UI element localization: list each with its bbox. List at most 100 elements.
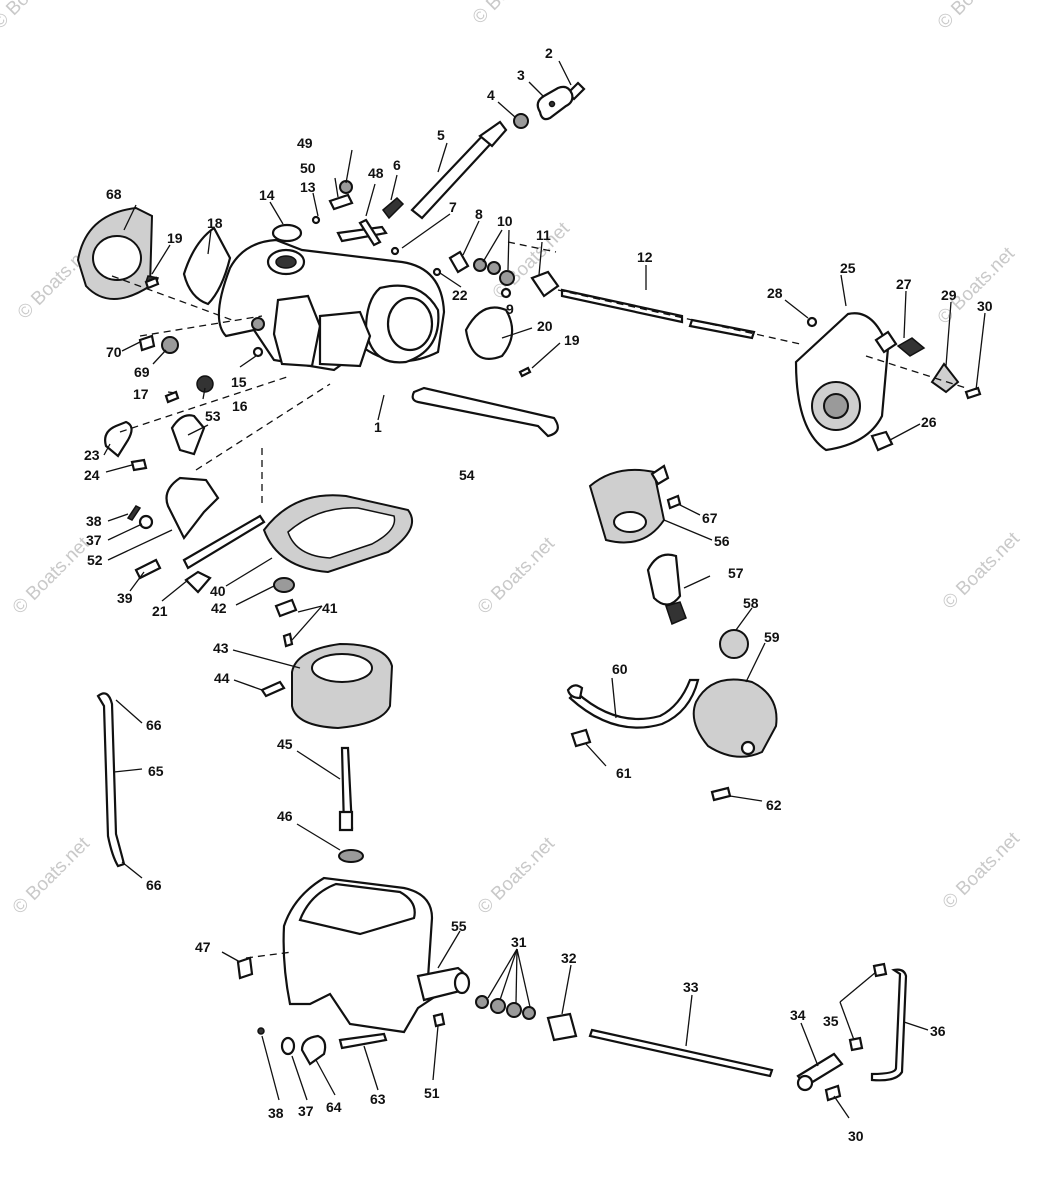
part-number: 67 xyxy=(702,510,718,526)
part-number: 57 xyxy=(728,565,744,581)
low-speed-needle-assembly xyxy=(475,962,908,1102)
float-bowl-gasket xyxy=(262,494,413,574)
part-number: 65 xyxy=(148,763,164,779)
part-number: 24 xyxy=(84,467,100,483)
carburetor-body xyxy=(196,238,446,393)
end-cover xyxy=(794,312,982,452)
part-number: 22 xyxy=(452,287,468,303)
part-number: 55 xyxy=(451,918,467,934)
throttle-link-parts xyxy=(381,81,586,256)
part-number: 30 xyxy=(848,1128,864,1144)
part-number: 61 xyxy=(616,765,632,781)
needle-and-seals xyxy=(432,250,560,299)
part-number: 4 xyxy=(487,87,495,103)
part-number: 38 xyxy=(86,513,102,529)
part-number: 46 xyxy=(277,808,293,824)
part-number: 45 xyxy=(277,736,293,752)
part-number: 66 xyxy=(146,717,162,733)
alignment-lines xyxy=(111,241,967,959)
main-jet-parts xyxy=(338,746,364,863)
part-number: 14 xyxy=(259,187,275,203)
part-number: 36 xyxy=(930,1023,946,1039)
part-number: 47 xyxy=(195,939,211,955)
fuel-line xyxy=(96,692,126,868)
part-number: 62 xyxy=(766,797,782,813)
watermark: © Boats.net xyxy=(939,828,1025,914)
part-number: 64 xyxy=(326,1099,342,1115)
part-number: 9 xyxy=(506,301,514,317)
part-number: 33 xyxy=(683,979,699,995)
part-number: 19 xyxy=(564,332,580,348)
left-linkage xyxy=(104,334,206,472)
part-number: 63 xyxy=(370,1091,386,1107)
throttle-shaft-assembly xyxy=(126,476,266,594)
part-number: 12 xyxy=(637,249,653,265)
part-number: 16 xyxy=(232,398,248,414)
part-number: 19 xyxy=(167,230,183,246)
part-number: 27 xyxy=(896,276,912,292)
part-number: 21 xyxy=(152,603,168,619)
part-number: 11 xyxy=(536,227,551,243)
part-number: 8 xyxy=(475,206,483,222)
part-number: 31 xyxy=(511,934,527,950)
part-number: 25 xyxy=(840,260,856,276)
part-number: 42 xyxy=(211,600,227,616)
part-number: 15 xyxy=(231,374,247,390)
part-number: 51 xyxy=(424,1085,440,1101)
part-number: 2 xyxy=(545,45,553,61)
watermarks: © Boats.net © Boats.net © Boats.net © Bo… xyxy=(0,0,1024,919)
part-number: 17 xyxy=(133,386,149,402)
watermark: © Boats.net xyxy=(934,243,1020,329)
part-number: 68 xyxy=(106,186,122,202)
part-number: 43 xyxy=(213,640,229,656)
part-number: 1 xyxy=(374,419,382,435)
float-parts xyxy=(260,577,394,730)
watermark: © Boats.net xyxy=(9,533,95,619)
part-number: 66 xyxy=(146,877,162,893)
part-number: 52 xyxy=(87,552,103,568)
part-number: 37 xyxy=(86,532,102,548)
float-bowl xyxy=(236,876,471,1066)
part-number: 29 xyxy=(941,287,957,303)
part-number: 39 xyxy=(117,590,133,606)
watermark: © Boats.net xyxy=(469,0,555,29)
top-small-parts xyxy=(271,180,388,247)
part-number: 10 xyxy=(497,213,513,229)
part-number: 54 xyxy=(459,467,475,483)
watermark: © Boats.net xyxy=(939,528,1025,614)
part-number: 37 xyxy=(298,1103,314,1119)
part-number: 7 xyxy=(449,199,457,215)
part-number: 41 xyxy=(322,600,338,616)
part-number: 6 xyxy=(393,157,401,173)
part-number: 35 xyxy=(823,1013,839,1029)
part-number: 38 xyxy=(268,1105,284,1121)
leader-lines xyxy=(103,60,986,1119)
part-number-labels: 1 2 3 4 5 6 7 8 9 10 11 12 13 14 15 16 1… xyxy=(84,45,993,1144)
part-number: 44 xyxy=(214,670,230,686)
part-number: 53 xyxy=(205,408,221,424)
watermark: © Boats.net xyxy=(9,833,95,919)
part-number: 13 xyxy=(300,179,316,195)
part-number: 69 xyxy=(134,364,150,380)
part-number: 28 xyxy=(767,285,783,301)
part-number: 20 xyxy=(537,318,553,334)
watermark: © Boats.net xyxy=(934,0,1020,34)
part-number: 49 xyxy=(297,135,313,151)
high-speed-needle xyxy=(560,288,756,340)
part-number: 5 xyxy=(437,127,445,143)
part-number: 40 xyxy=(210,583,226,599)
part-number: 30 xyxy=(977,298,993,314)
part-number: 48 xyxy=(368,165,384,181)
part-number: 26 xyxy=(921,414,937,430)
part-number: 58 xyxy=(743,595,759,611)
watermark: © Boats.net xyxy=(0,0,74,34)
part-number: 23 xyxy=(84,447,100,463)
part-number: 32 xyxy=(561,950,577,966)
part-number: 56 xyxy=(714,533,730,549)
part-number: 34 xyxy=(790,1007,806,1023)
part-number: 60 xyxy=(612,661,628,677)
part-number: 70 xyxy=(106,344,122,360)
part-number: 50 xyxy=(300,160,316,176)
part-number: 59 xyxy=(764,629,780,645)
